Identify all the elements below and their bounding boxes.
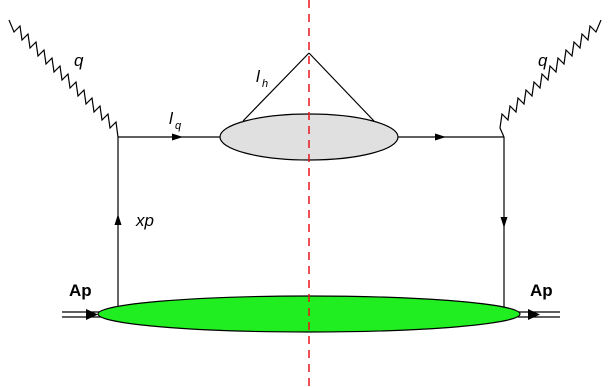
label-q-right: q — [538, 51, 548, 70]
nucleus-in-arrow — [86, 309, 98, 320]
label-ap-right: Ap — [530, 281, 553, 300]
label-lh: l — [256, 67, 261, 86]
label-ap-left: Ap — [69, 281, 92, 300]
arrow-lq-right — [172, 133, 183, 141]
arrow-right-down — [500, 217, 508, 228]
label-lh-subscript: h — [262, 78, 268, 90]
label-q-left: q — [74, 51, 84, 70]
photon-left-wavy — [8, 19, 119, 138]
nucleus-out-arrow — [528, 309, 540, 320]
photon-right-wavy — [499, 19, 602, 138]
arrow-xp-up — [114, 214, 122, 225]
upper-blob — [219, 113, 399, 161]
label-lq-subscript: q — [175, 120, 182, 132]
label-lq: l — [169, 109, 174, 128]
arrow-top-right — [435, 133, 446, 141]
hadron-line-left — [242, 52, 310, 122]
label-xp: xp — [135, 211, 154, 230]
hadron-line-right — [308, 52, 375, 122]
